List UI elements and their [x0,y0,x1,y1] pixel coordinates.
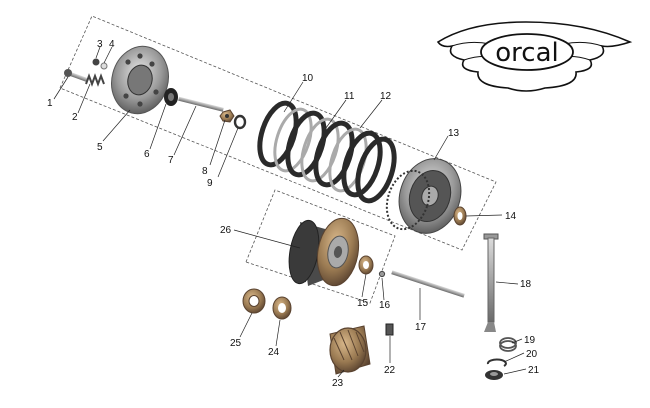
callout-11: 11 [344,91,355,102]
part-bolt [64,69,88,82]
part-shaft [391,270,465,298]
part-circlip [486,358,507,367]
callout-26: 26 [220,225,232,236]
callout-5: 5 [97,142,103,153]
callout-3: 3 [97,39,103,50]
callout-20: 20 [526,349,538,360]
part-oil-seal [485,370,503,380]
part-nut [219,109,235,123]
callout-22: 22 [384,365,396,376]
callout-10: 10 [302,73,314,84]
part-thrust-washer [358,255,374,275]
callout-17: 17 [415,322,427,333]
callout-1: 1 [47,98,53,109]
callout-9: 9 [207,178,213,189]
part-gear-washer [272,296,292,320]
callout-23: 23 [332,378,344,389]
part-washer-small [100,62,108,70]
callout-7: 7 [168,155,174,166]
callout-25: 25 [230,338,242,349]
callout-14: 14 [505,211,517,222]
part-lock-washer [233,114,247,130]
part-primary-gear [329,325,371,375]
callout-6: 6 [144,149,150,160]
part-bearing [164,88,178,106]
part-key [385,323,394,336]
part-spring [85,73,105,87]
callout-24: 24 [268,347,280,358]
part-return-spring [499,337,517,352]
part-hub-washer [453,206,467,226]
callout-labels: 1 2 3 4 5 6 7 8 9 10 11 12 13 14 15 16 1… [47,39,540,389]
part-clutch-basket [288,217,360,287]
callout-16: 16 [379,300,391,311]
assembly-frame-upper [59,15,497,251]
leader-lines [53,46,527,378]
part-pressure-plate [111,45,169,115]
callout-18: 18 [520,279,532,290]
part-clutch-hub [385,158,462,234]
part-gear-nut [242,288,266,314]
callout-2: 2 [72,112,78,123]
callout-13: 13 [448,128,460,139]
orcal-logo: orcal [436,21,633,92]
logo-text: orcal [495,38,558,68]
part-push-rod [178,96,224,112]
callout-21: 21 [528,365,540,376]
callout-8: 8 [202,166,208,177]
callout-4: 4 [109,39,115,50]
part-nut-small [92,58,100,66]
part-steel-ball [378,270,386,278]
part-clutch-plates [257,100,397,204]
part-release-lever [483,233,499,332]
callout-19: 19 [524,335,536,346]
callout-12: 12 [380,91,392,102]
assembly-frame-lower [245,189,396,304]
callout-15: 15 [357,298,369,309]
